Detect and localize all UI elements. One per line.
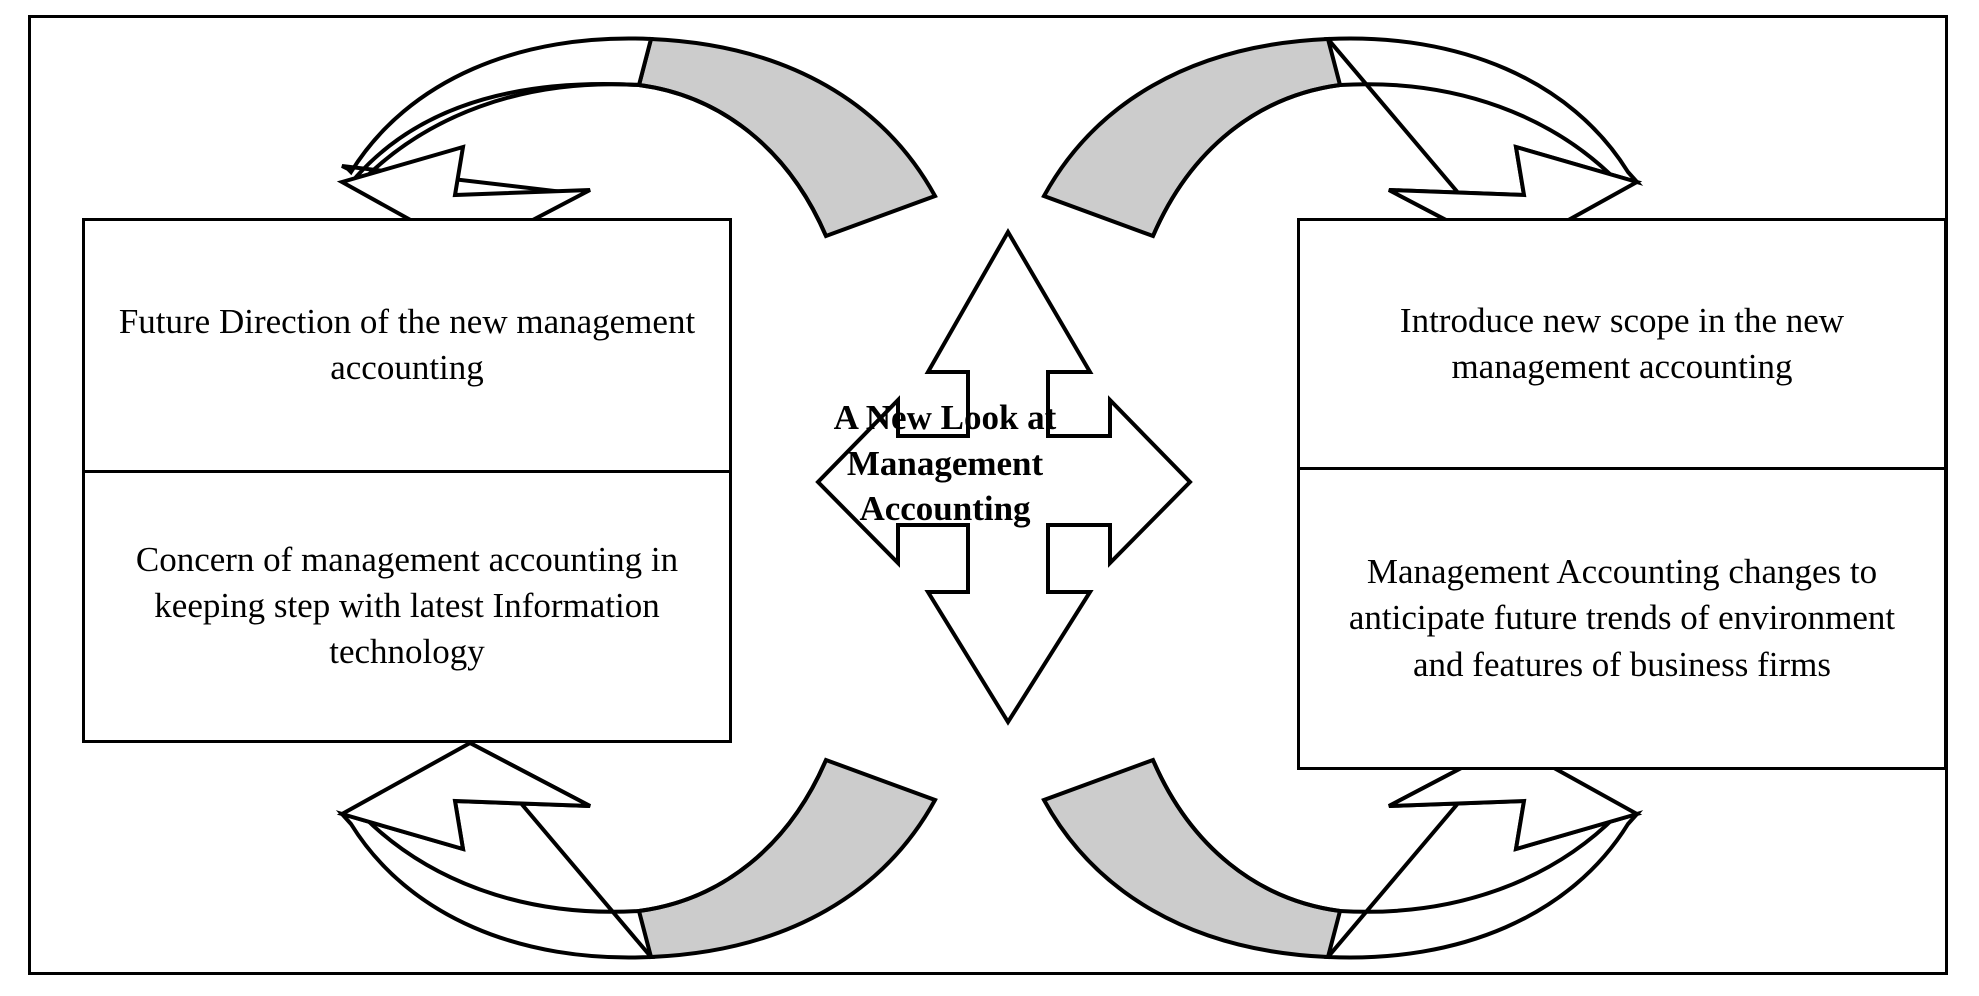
- right-box-top-text: Introduce new scope in the new managemen…: [1399, 300, 1845, 386]
- center-label-line-1: A New Look at: [833, 398, 1057, 437]
- left-box-bottom-text: Concern of management accounting in keep…: [85, 469, 729, 740]
- left-concept-box: Future Direction of the new management a…: [82, 218, 732, 743]
- center-label-line-3: Accounting: [859, 489, 1031, 528]
- center-label-line-2: Management: [846, 443, 1044, 483]
- left-box-top-text: Future Direction of the new management a…: [118, 302, 696, 388]
- right-box-bottom-text: Management Accounting changes to anticip…: [1300, 467, 1944, 767]
- center-hub-label: A New Look at Management Accounting: [800, 395, 1090, 532]
- right-concept-box: Introduce new scope in the new managemen…: [1297, 218, 1947, 770]
